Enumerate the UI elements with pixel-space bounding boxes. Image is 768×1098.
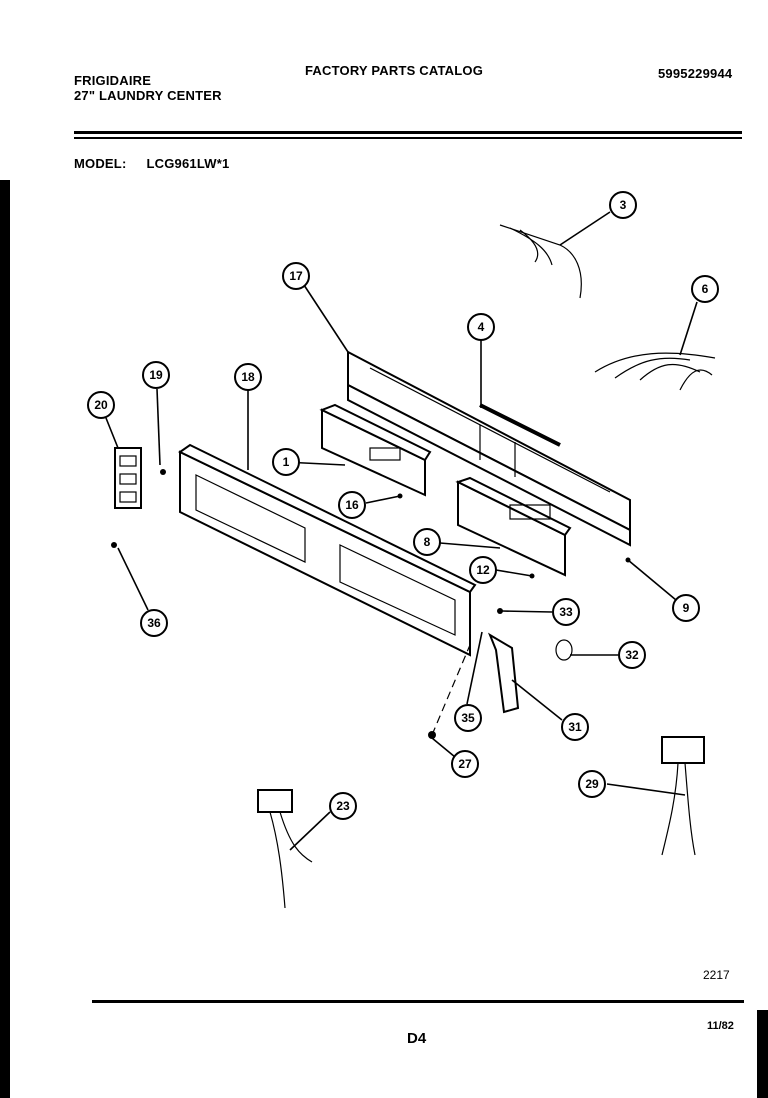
svg-text:17: 17 xyxy=(289,269,303,283)
svg-text:32: 32 xyxy=(625,648,639,662)
callout-31: 31 xyxy=(561,713,589,741)
brand-name: FRIGIDAIRE xyxy=(74,73,152,88)
callout-36: 36 xyxy=(140,609,168,637)
svg-text:29: 29 xyxy=(585,777,599,791)
callout-4: 4 xyxy=(467,313,495,341)
model-line: MODEL: LCG961LW*1 xyxy=(74,156,229,171)
rod-part xyxy=(479,403,561,447)
callout-18: 18 xyxy=(234,363,262,391)
callout-6: 6 xyxy=(691,275,719,303)
svg-text:12: 12 xyxy=(476,563,490,577)
svg-text:19: 19 xyxy=(149,368,163,382)
svg-text:1: 1 xyxy=(283,455,290,469)
catalog-title: FACTORY PARTS CATALOG xyxy=(305,63,484,78)
footer-rule xyxy=(92,1000,744,1003)
svg-text:20: 20 xyxy=(94,398,108,412)
header-rule-top xyxy=(74,131,742,134)
wire-harness-6-part xyxy=(594,352,716,391)
switch-part xyxy=(114,447,142,509)
callout-12: 12 xyxy=(469,556,497,584)
svg-text:8: 8 xyxy=(424,535,431,549)
brand-block: FRIGIDAIRE 27" LAUNDRY CENTER xyxy=(74,73,222,103)
callout-35: 35 xyxy=(454,704,482,732)
leader-lines xyxy=(105,211,698,851)
callout-19: 19 xyxy=(142,361,170,389)
callout-17: 17 xyxy=(282,262,310,290)
wire-harness-23-part xyxy=(257,789,313,909)
callout-23: 23 xyxy=(329,792,357,820)
svg-text:4: 4 xyxy=(478,320,485,334)
wire-harness-29-part xyxy=(661,736,705,856)
callout-33: 33 xyxy=(552,598,580,626)
scan-edge-left xyxy=(0,180,10,1098)
callout-8: 8 xyxy=(413,528,441,556)
svg-text:31: 31 xyxy=(568,720,582,734)
callout-1: 1 xyxy=(272,448,300,476)
callout-3: 3 xyxy=(609,191,637,219)
control-module-8-part xyxy=(455,476,572,577)
wire-harness-3-part xyxy=(499,224,582,299)
callout-32: 32 xyxy=(618,641,646,669)
svg-text:6: 6 xyxy=(702,282,709,296)
svg-text:33: 33 xyxy=(559,605,573,619)
scan-edge-right xyxy=(757,1010,768,1098)
svg-text:18: 18 xyxy=(241,370,255,384)
callout-27: 27 xyxy=(451,750,479,778)
svg-text:23: 23 xyxy=(336,799,350,813)
catalog-date: 11/82 xyxy=(707,1020,734,1032)
bracket-part xyxy=(487,632,520,714)
callout-16: 16 xyxy=(338,491,366,519)
svg-text:16: 16 xyxy=(345,498,359,512)
diagram-reference: 2217 xyxy=(703,968,730,982)
control-module-1-part xyxy=(319,403,432,497)
console-panel-part xyxy=(178,443,477,657)
model-label: MODEL: xyxy=(74,156,127,171)
catalog-part-number: 5995229944 xyxy=(658,66,733,81)
model-value: LCG961LW*1 xyxy=(146,156,230,171)
svg-text:35: 35 xyxy=(461,711,475,725)
callout-9: 9 xyxy=(672,594,700,622)
callout-20: 20 xyxy=(87,391,115,419)
svg-text:36: 36 xyxy=(147,616,161,630)
page-number: D4 xyxy=(407,1030,427,1047)
svg-text:27: 27 xyxy=(458,757,472,771)
header-rule-bottom xyxy=(74,137,742,139)
svg-text:9: 9 xyxy=(683,601,690,615)
product-name: 27" LAUNDRY CENTER xyxy=(74,88,222,103)
svg-text:3: 3 xyxy=(620,198,627,212)
callout-29: 29 xyxy=(578,770,606,798)
rear-panel-part xyxy=(347,350,631,547)
